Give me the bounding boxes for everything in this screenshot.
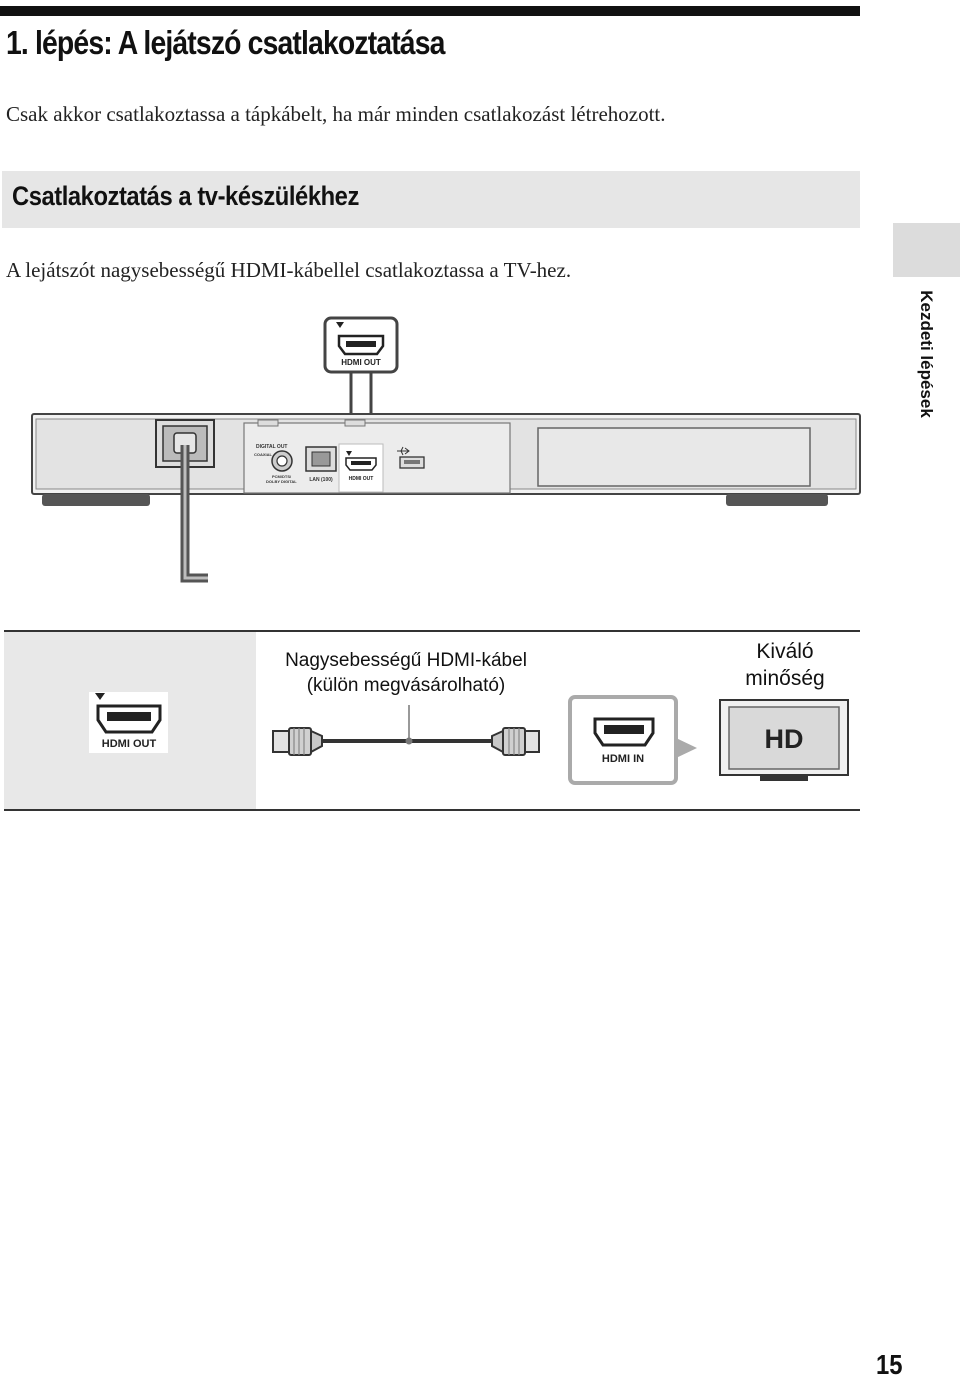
usb-port	[397, 446, 425, 469]
connection-table-source-cell	[4, 631, 256, 810]
player-rear-panel-diagram: HDMI OUT DIGITAL OUT COAXIAL PCM/DTS/ DO…	[31, 316, 861, 583]
hdmi-cable	[272, 705, 540, 756]
page-number: 15	[876, 1349, 903, 1380]
side-tab-marker	[893, 223, 960, 277]
digital-out-coaxial-jack: DIGITAL OUT COAXIAL PCM/DTS/ DOLBY DIGIT…	[254, 444, 297, 484]
quality-label: Kiváló minőség	[745, 640, 825, 690]
top-rule	[0, 6, 860, 16]
svg-text:DOLBY DIGITAL: DOLBY DIGITAL	[266, 479, 297, 484]
tv-screen-hd-text: HD	[765, 724, 804, 754]
lan-port: LAN (100)	[305, 446, 337, 483]
intro-text: Csak akkor csatlakoztassa a tápkábelt, h…	[6, 102, 666, 126]
svg-text:COAXIAL: COAXIAL	[254, 452, 273, 457]
cable-plug-left	[272, 727, 323, 756]
tv-hdmi-in-label: HDMI IN	[602, 753, 644, 765]
section-heading-band	[2, 171, 860, 228]
svg-text:HDMI OUT: HDMI OUT	[349, 476, 374, 482]
hd-tv-icon: HD	[719, 699, 849, 781]
hdmi-out-port: HDMI OUT	[338, 443, 384, 493]
page-title: 1. lépés: A lejátszó csatlakoztatása	[6, 24, 445, 61]
cable-label: Nagysebességű HDMI-kábel (külön megvásár…	[285, 650, 527, 696]
power-inlet	[155, 419, 215, 468]
section-body-text: A lejátszót nagysebességű HDMI-kábellel …	[6, 258, 572, 282]
svg-text:PCM/DTS/: PCM/DTS/	[272, 474, 292, 479]
section-title: Csatlakoztatás a tv-készülékhez	[12, 181, 359, 211]
svg-text:LAN (100): LAN (100)	[309, 477, 333, 483]
hdmi-out-callout: HDMI OUT	[323, 316, 399, 424]
tv-hdmi-in-callout: HDMI IN	[568, 695, 697, 785]
cable-plug-right	[491, 727, 540, 756]
svg-text:DIGITAL OUT: DIGITAL OUT	[256, 444, 287, 450]
table-bottom-rule	[4, 809, 860, 811]
callout-hdmi-out-label: HDMI OUT	[341, 358, 381, 367]
table-top-rule	[4, 630, 860, 632]
